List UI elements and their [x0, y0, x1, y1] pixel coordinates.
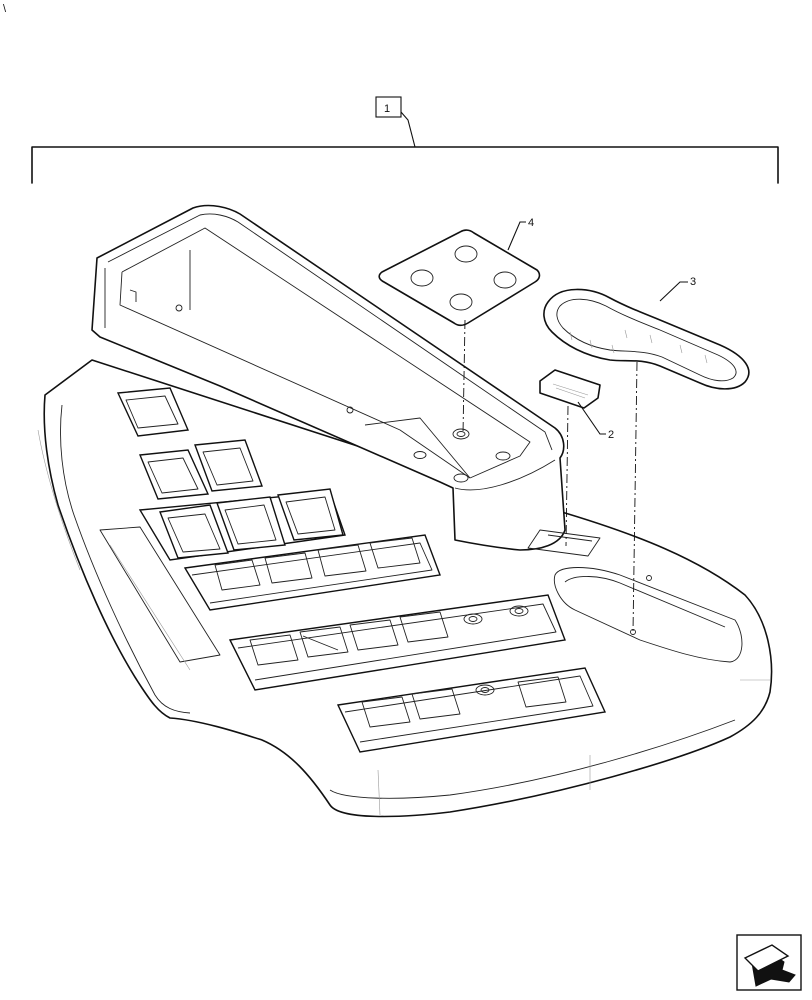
callout-1-label: 1 [384, 103, 390, 115]
callout-2[interactable]: 2 [577, 401, 614, 441]
switch-cluster [116, 387, 346, 561]
callout-3[interactable]: 3 [659, 276, 696, 302]
callout-2-label: 2 [608, 429, 614, 441]
callout-4[interactable]: 4 [507, 217, 534, 251]
grommet-recess [553, 567, 743, 663]
rocker-row-middle [228, 594, 566, 691]
callout-3-label: 3 [690, 276, 696, 288]
next-page-arrow-icon[interactable] [736, 934, 802, 991]
part-3-seal-ring [543, 288, 750, 390]
storage-box [91, 204, 566, 551]
part-4-pad [378, 229, 541, 327]
assembly-centerlines [462, 319, 638, 633]
rocker-row-upper [183, 534, 441, 611]
callout-1[interactable]: 1 [375, 96, 402, 118]
assembly-bracket [31, 111, 779, 184]
callout-4-label: 4 [528, 217, 534, 229]
decal-recess [527, 529, 601, 557]
part-2-decal [539, 369, 601, 409]
rocker-row-lower [336, 667, 607, 753]
corner-mark: \ [3, 3, 7, 15]
